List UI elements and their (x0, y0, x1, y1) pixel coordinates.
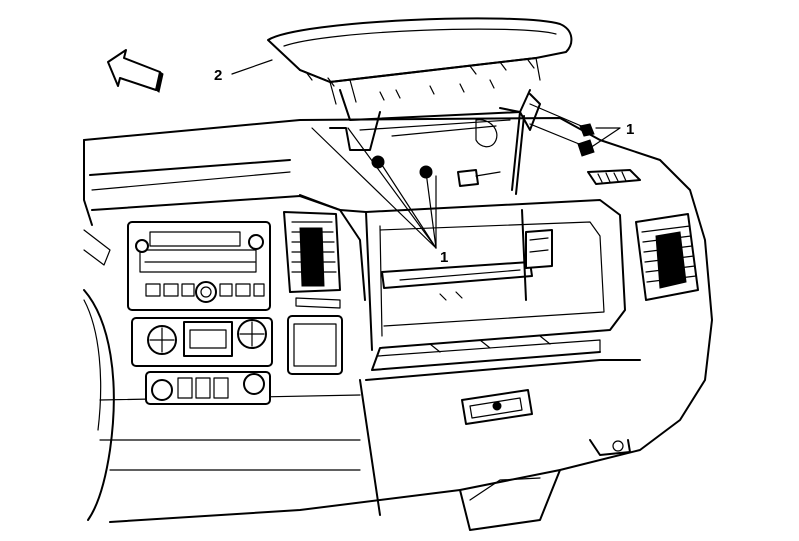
mounting-bracket (329, 89, 553, 301)
callout-2: 2 (214, 67, 222, 84)
bolts (371, 103, 595, 179)
radio-unit (127, 221, 271, 311)
storage-pocket (287, 315, 343, 375)
leader-lines (231, 59, 621, 249)
top-cover-panel (267, 17, 573, 105)
callout-1-bolts: 1 (626, 121, 634, 138)
callout-1-center: 1 (440, 249, 448, 266)
defrost-grille (587, 169, 641, 185)
center-vent (283, 211, 341, 309)
center-opening (299, 194, 626, 371)
glove-box (365, 359, 641, 425)
right-vent (635, 213, 699, 301)
steering-wheel (83, 229, 115, 521)
direction-arrow-icon (107, 49, 164, 93)
switch-bank (145, 371, 271, 405)
climate-controls (131, 317, 273, 367)
